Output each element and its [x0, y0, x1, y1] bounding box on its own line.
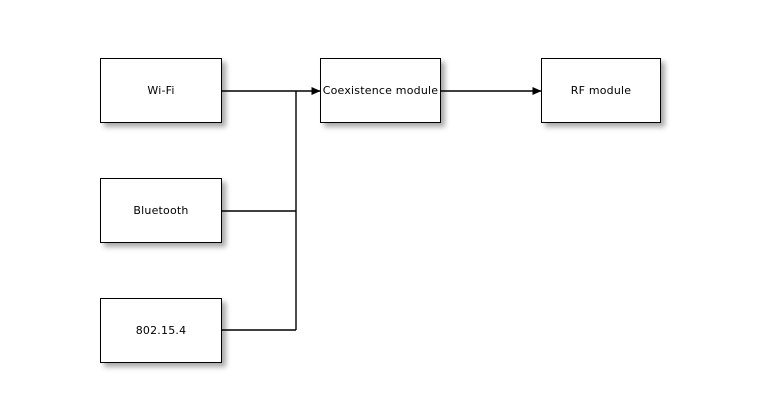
node-rf-module-label: RF module — [570, 84, 632, 97]
node-coexistence-module-label: Coexistence module — [322, 84, 439, 97]
node-wifi-label: Wi-Fi — [147, 84, 175, 97]
node-802-15-4-label: 802.15.4 — [135, 324, 187, 337]
node-bluetooth[interactable]: Bluetooth — [100, 178, 222, 243]
node-rf-module[interactable]: RF module — [541, 58, 661, 123]
node-802-15-4[interactable]: 802.15.4 — [100, 298, 222, 363]
node-coexistence-module[interactable]: Coexistence module — [320, 58, 441, 123]
node-bluetooth-label: Bluetooth — [133, 204, 189, 217]
node-wifi[interactable]: Wi-Fi — [100, 58, 222, 123]
